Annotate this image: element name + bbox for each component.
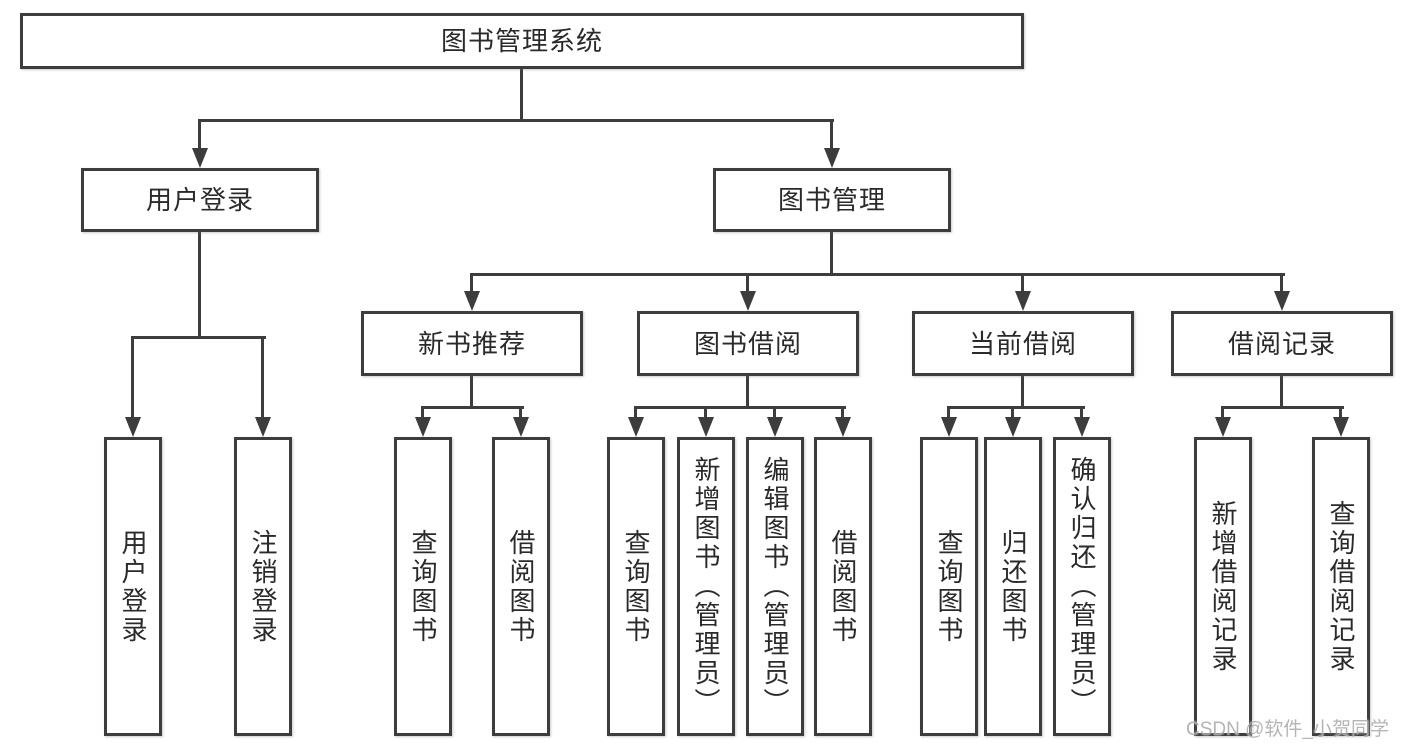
connector-line (746, 273, 749, 293)
leaf-label: 查询图书 (621, 528, 651, 645)
arrow-down-icon (1005, 417, 1021, 437)
node-label: 借阅记录 (1227, 328, 1336, 359)
arrow-down-icon (415, 417, 431, 437)
node-label: 当前借阅 (968, 328, 1077, 359)
connector-line (1280, 375, 1283, 408)
node-label: 图书管理系统 (440, 26, 603, 56)
arrow-down-icon (1274, 291, 1290, 311)
connector-line (1221, 406, 1344, 409)
leaf-label: 查询图书 (934, 528, 964, 645)
leaf-label: 查询图书 (408, 528, 438, 645)
node-book-management: 图书管理 (713, 168, 951, 232)
leaf-label: 新增借阅记录 (1208, 499, 1238, 674)
connector-line (470, 273, 1285, 276)
arrow-down-icon (824, 148, 840, 168)
node-label: 新书推荐 (417, 328, 526, 359)
node-book-borrowing: 图书借阅 (637, 311, 859, 376)
leaf-user-login: 用户登录 (104, 437, 162, 736)
arrow-down-icon (767, 417, 783, 437)
arrow-down-icon (740, 291, 756, 311)
connector-line (947, 406, 1085, 409)
connector-line (947, 406, 950, 419)
node-label: 用户登录 (145, 185, 254, 215)
arrow-down-icon (1015, 291, 1031, 311)
connector-line (634, 406, 846, 409)
leaf-query-borrow-record: 查询借阅记录 (1312, 437, 1370, 736)
leaf-borrow-book: 借阅图书 (814, 437, 872, 736)
connector-line (1280, 273, 1283, 293)
connector-line (421, 406, 524, 409)
arrow-down-icon (192, 148, 208, 168)
leaf-add-book-admin: 新增图书（管理员） (677, 437, 735, 736)
node-borrowing-records: 借阅记录 (1171, 311, 1393, 376)
leaf-query-book: 查询图书 (920, 437, 978, 736)
leaf-label: 查询借阅记录 (1326, 499, 1356, 674)
connector-line (198, 231, 201, 338)
connector-line (1011, 406, 1014, 419)
connector-line (470, 273, 473, 293)
leaf-label: 确认归还（管理员） (1067, 456, 1097, 717)
connector-line (470, 375, 473, 408)
connector-line (421, 406, 424, 419)
arrow-down-icon (698, 417, 714, 437)
connector-line (1021, 375, 1024, 408)
leaf-logout-login: 注销登录 (234, 437, 292, 736)
leaf-label: 用户登录 (118, 528, 148, 645)
leaf-query-book: 查询图书 (394, 437, 452, 736)
connector-line (198, 119, 201, 150)
node-new-book-recommend: 新书推荐 (361, 311, 583, 376)
watermark-text: CSDN @软件_小贺同学 (1186, 719, 1389, 740)
leaf-return-book: 归还图书 (984, 437, 1042, 736)
leaf-add-borrow-record: 新增借阅记录 (1194, 437, 1252, 736)
arrow-down-icon (255, 417, 271, 437)
connector-line (131, 336, 134, 419)
leaf-query-book: 查询图书 (607, 437, 665, 736)
connector-line (773, 406, 776, 419)
leaf-label: 注销登录 (248, 528, 278, 645)
leaf-label: 新增图书（管理员） (691, 456, 721, 717)
arrow-down-icon (464, 291, 480, 311)
node-user-login: 用户登录 (81, 168, 319, 232)
connector-line (634, 406, 637, 419)
connector-line (1021, 273, 1024, 293)
node-library-system: 图书管理系统 (20, 13, 1024, 69)
node-label: 图书借阅 (693, 328, 802, 359)
connector-line (519, 406, 522, 419)
arrow-down-icon (941, 417, 957, 437)
leaf-label: 借阅图书 (506, 528, 536, 645)
leaf-label: 编辑图书（管理员） (760, 456, 790, 717)
connector-line (1221, 406, 1224, 419)
connector-line (520, 69, 523, 121)
connector-line (1339, 406, 1342, 419)
arrow-down-icon (125, 417, 141, 437)
connector-line (1080, 406, 1083, 419)
arrow-down-icon (1333, 417, 1349, 437)
connector-line (841, 406, 844, 419)
node-label: 图书管理 (777, 185, 886, 215)
arrow-down-icon (1074, 417, 1090, 437)
connector-line (198, 119, 834, 122)
connector-line (746, 375, 749, 408)
connector-line (830, 119, 833, 150)
node-current-borrowing: 当前借阅 (912, 311, 1134, 376)
leaf-confirm-return-admin: 确认归还（管理员） (1053, 437, 1111, 736)
connector-line (830, 231, 833, 276)
connector-line (704, 406, 707, 419)
connector-line (131, 336, 266, 339)
arrow-down-icon (628, 417, 644, 437)
arrow-down-icon (513, 417, 529, 437)
connector-line (261, 336, 264, 419)
leaf-label: 归还图书 (998, 528, 1028, 645)
arrow-down-icon (835, 417, 851, 437)
leaf-borrow-book: 借阅图书 (492, 437, 550, 736)
arrow-down-icon (1215, 417, 1231, 437)
leaf-label: 借阅图书 (828, 528, 858, 645)
leaf-edit-book-admin: 编辑图书（管理员） (746, 437, 804, 736)
